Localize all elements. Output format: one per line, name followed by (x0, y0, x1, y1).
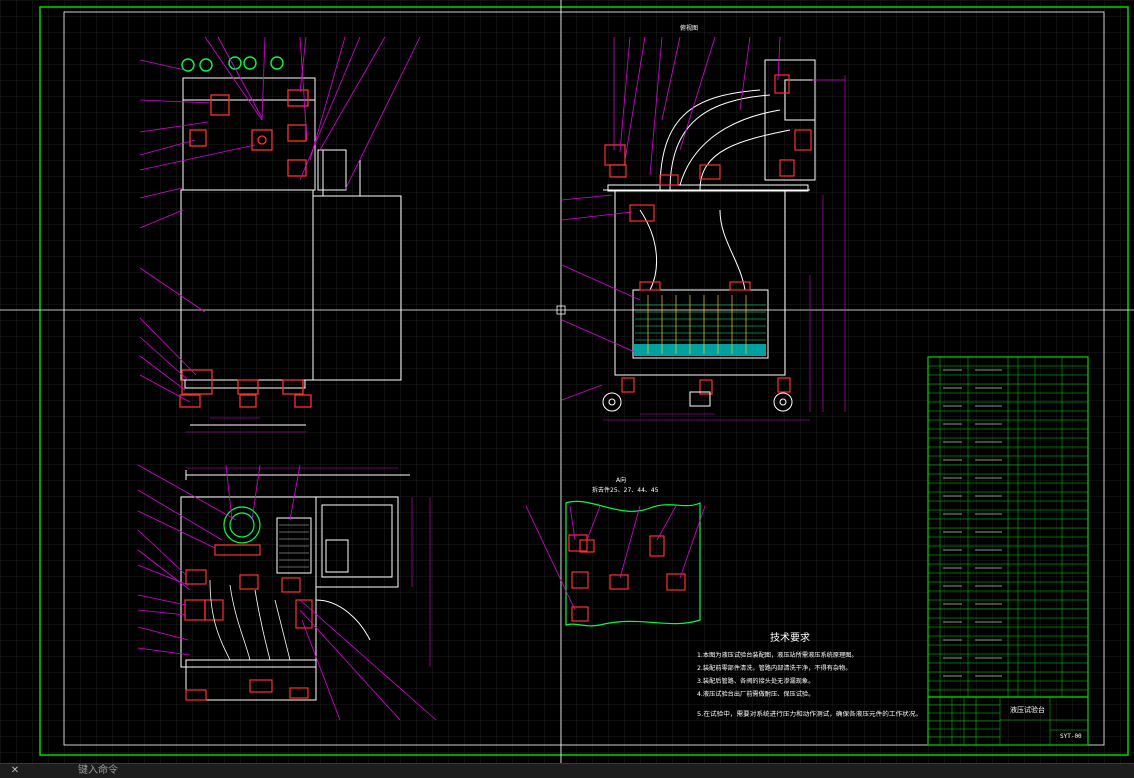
tech-requirement-5: 5.在试验中，需要对系统进行压力和动作测试，确保各液压元件的工作状况。 (697, 710, 922, 718)
detail-view-a (525, 500, 706, 627)
top-label: 俯视图 (680, 24, 698, 32)
side-view (561, 36, 846, 421)
tech-requirement-1: 1.本图为液压试验台装配图，液压站所需液压系统原理图。 (697, 651, 858, 659)
top-view (137, 464, 437, 721)
title-block (927, 696, 1089, 746)
front-view (139, 36, 421, 433)
tech-requirement-2: 2.装配前零部件清洗，管路内部清洗干净，不得有杂物。 (697, 664, 851, 672)
view-label-a: A向 (616, 476, 626, 484)
tech-requirements-title: 技术要求 (770, 631, 810, 644)
tech-requirement-4: 4.液压试验台出厂前需做耐压、保压试验。 (697, 690, 814, 698)
command-bar[interactable]: ✕ 键入命令 (0, 763, 1134, 778)
command-prompt[interactable]: 键入命令 (78, 765, 118, 776)
drawing-name: 液压试验台 (1010, 705, 1045, 714)
drawing-number: SYT-00 (1060, 733, 1082, 740)
inner-border (63, 11, 1105, 746)
view-label-a-detail: 拆去件25、27、44、45 (592, 486, 659, 494)
close-icon[interactable]: ✕ (10, 765, 20, 776)
tech-requirement-3: 3.装配后管路、各阀的接头处无渗漏现象。 (697, 677, 814, 685)
outer-border (39, 6, 1129, 756)
